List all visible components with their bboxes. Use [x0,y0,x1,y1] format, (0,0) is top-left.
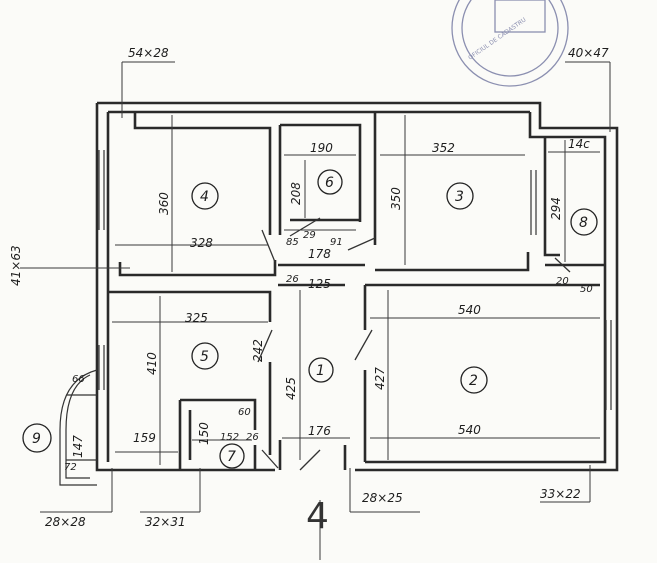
room-4-number: 4 [200,189,209,205]
dim-room7-height: 150 [197,422,211,445]
dim-small-66: 66 [72,374,85,385]
dim-room6-width: 190 [310,141,333,155]
dim-small-20: 20 [556,276,569,287]
room-3-number: 3 [455,189,464,205]
dim-room8-height: 294 [549,197,563,220]
north-arrow: 4 [306,496,329,560]
opening-bottom-right: 33×22 [540,487,581,501]
dim-room7-door: 26 [246,432,259,443]
opening-left-mid: 41×63 [9,245,23,286]
opening-bottom-left: 28×28 [45,515,86,529]
dim-room5-inner: 242 [251,339,265,362]
dim-room6-height: 208 [289,182,303,205]
opening-bottom-mid-right: 28×25 [362,491,403,505]
opening-top-right: 40×47 [568,46,609,60]
opening-labels: 54×28 40×47 41×63 28×28 32×31 28×25 33×2… [9,46,609,529]
svg-text:OFICIUL DE CADASTRU: OFICIUL DE CADASTRU [467,16,527,61]
dimension-lines [20,61,611,513]
dim-room4-height: 360 [157,192,171,215]
dim-corridor-width: 178 [308,247,331,261]
dim-small-26: 26 [286,274,299,285]
dim-room2-width-top: 540 [458,303,481,317]
dim-small-85: 85 [286,237,299,248]
dim-room3-height: 350 [389,187,403,210]
dim-small-29: 29 [303,230,316,241]
dim-room3-width: 352 [432,141,455,155]
windows [98,150,612,410]
balcony-9 [59,369,98,486]
dim-room4-width: 328 [190,236,213,250]
dim-small-91: 91 [330,237,343,248]
room-1-number: 1 [316,363,325,379]
dim-room7-small: 60 [238,407,251,418]
stamp: OFICIUL DE CADASTRU [451,0,569,87]
dim-balcony-height: 147 [71,435,85,458]
dim-hall-width: 125 [308,277,331,291]
dim-room5-height: 410 [145,352,159,375]
north-mark: 4 [306,496,329,537]
room-9-number: 9 [32,431,41,447]
room-6-number: 6 [325,175,334,191]
dim-room2-width-bottom: 540 [458,423,481,437]
dim-room1-height: 425 [284,377,298,400]
room-5-number: 5 [200,349,209,365]
dim-small-50: 50 [580,284,593,295]
dimension-values: 328 360 190 208 178 352 350 14c 294 325 … [64,137,593,473]
doors [257,217,571,471]
room-numbers: 4 6 3 8 5 1 2 7 9 [22,169,598,469]
interior-walls [108,112,605,470]
dim-room5-width: 325 [185,311,208,325]
dim-balcony-width: 72 [64,462,77,473]
opening-top-left: 54×28 [128,46,169,60]
dim-room2-height: 427 [373,367,387,390]
room-2-number: 2 [469,373,478,389]
room-7-number: 7 [227,449,236,465]
dim-room8-width: 14c [568,137,590,151]
opening-bottom-mid-left: 32×31 [145,515,186,529]
dim-room1-width: 176 [308,424,331,438]
dim-room7-width: 152 [220,432,239,443]
room-8-number: 8 [579,215,588,231]
dim-room5-bottom: 159 [133,431,156,445]
outer-walls [95,101,619,472]
